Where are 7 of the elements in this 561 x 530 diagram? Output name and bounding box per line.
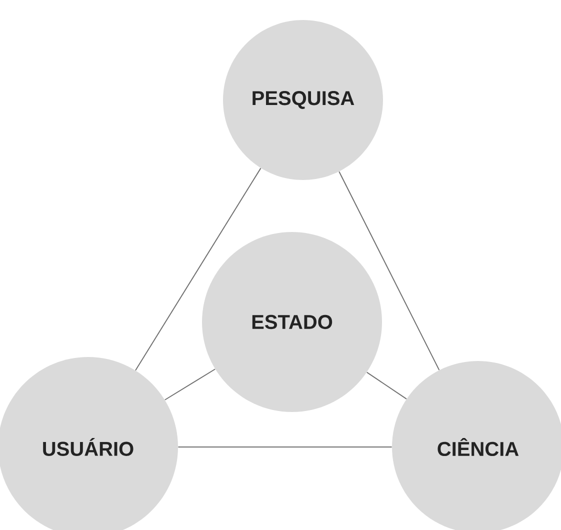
circle-node: PESQUISA bbox=[223, 20, 383, 180]
circle-node: ESTADO bbox=[202, 232, 382, 412]
connector-line bbox=[366, 372, 407, 400]
connector-line bbox=[338, 171, 440, 371]
connector-line bbox=[135, 168, 262, 371]
connector-line bbox=[178, 446, 392, 448]
connector-line bbox=[164, 368, 216, 400]
